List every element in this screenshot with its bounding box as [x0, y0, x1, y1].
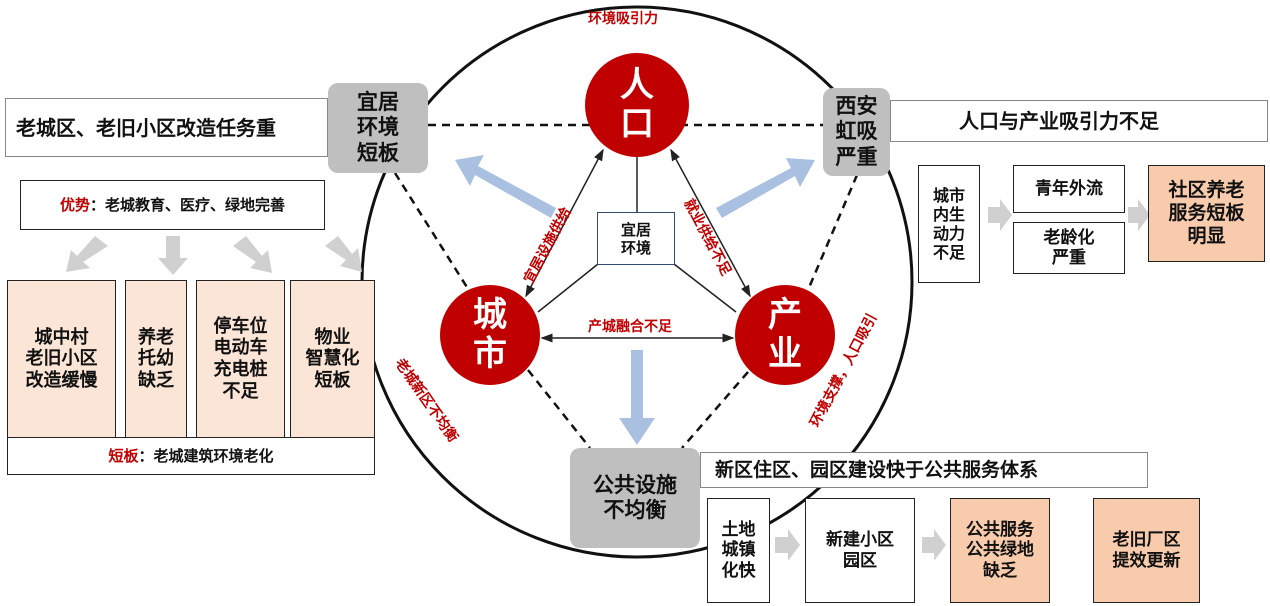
- core-links: [525, 148, 751, 343]
- bottom-step: 新建小区 园区: [805, 498, 915, 603]
- right-result: 社区养老 服务短板 明显: [1148, 165, 1265, 262]
- right-title: 人口与产业吸引力不足: [890, 100, 1268, 142]
- left-title: 老城区、老旧小区改造任务重: [5, 98, 328, 157]
- bottom-step: 老旧厂区 提效更新: [1093, 498, 1200, 603]
- advantage-label: 优势: [59, 196, 90, 214]
- industry-node: 产 业: [735, 285, 835, 385]
- right-effect: 青年外流: [1013, 165, 1125, 213]
- label-city-industry: 产城融合不足: [588, 319, 672, 335]
- blue-arrows: [455, 155, 815, 445]
- advantage-text: ：老城教育、医疗、绿地完善: [90, 196, 286, 214]
- left-item: 物业 智慧化 短板: [290, 280, 375, 438]
- left-item: 停车位 电动车 充电桩 不足: [196, 280, 285, 438]
- left-item: 城中村 老旧小区 改造缓慢: [7, 280, 116, 438]
- blue-arrow-down: [619, 350, 655, 445]
- right-cause: 城市 内生 动力 不足: [918, 165, 980, 283]
- blue-arrow-up-left: [455, 155, 556, 218]
- left-item: 养老 托幼 缺乏: [125, 280, 187, 438]
- public-facility-node: 公共设施 不均衡: [570, 448, 700, 548]
- weakness-text: ：老城建筑环境老化: [138, 447, 274, 465]
- advantage-box: 优势：老城教育、医疗、绿地完善: [20, 180, 325, 230]
- core-livable-box: 宜居 环境: [597, 212, 675, 265]
- population-node: 人 口: [585, 53, 689, 157]
- blue-arrow-up-right: [716, 158, 815, 218]
- city-node: 城 市: [440, 285, 540, 385]
- xian-siphon-node: 西安 虹吸 严重: [823, 88, 890, 176]
- weakness-label: 短板: [108, 447, 139, 465]
- bottom-step: 公共服务 公共绿地 缺乏: [950, 498, 1050, 603]
- livable-shortfall-node: 宜居 环境 短板: [328, 83, 428, 173]
- bottom-step: 土地 城镇 化快: [707, 498, 770, 603]
- gray-arrows: [66, 199, 1150, 561]
- right-effect: 老龄化 严重: [1013, 222, 1125, 274]
- label-environment-attraction: 环境吸引力: [588, 11, 658, 27]
- weakness-box: 短板：老城建筑环境老化: [7, 437, 375, 475]
- bottom-title: 新区住区、园区建设快于公共服务体系: [700, 452, 1148, 488]
